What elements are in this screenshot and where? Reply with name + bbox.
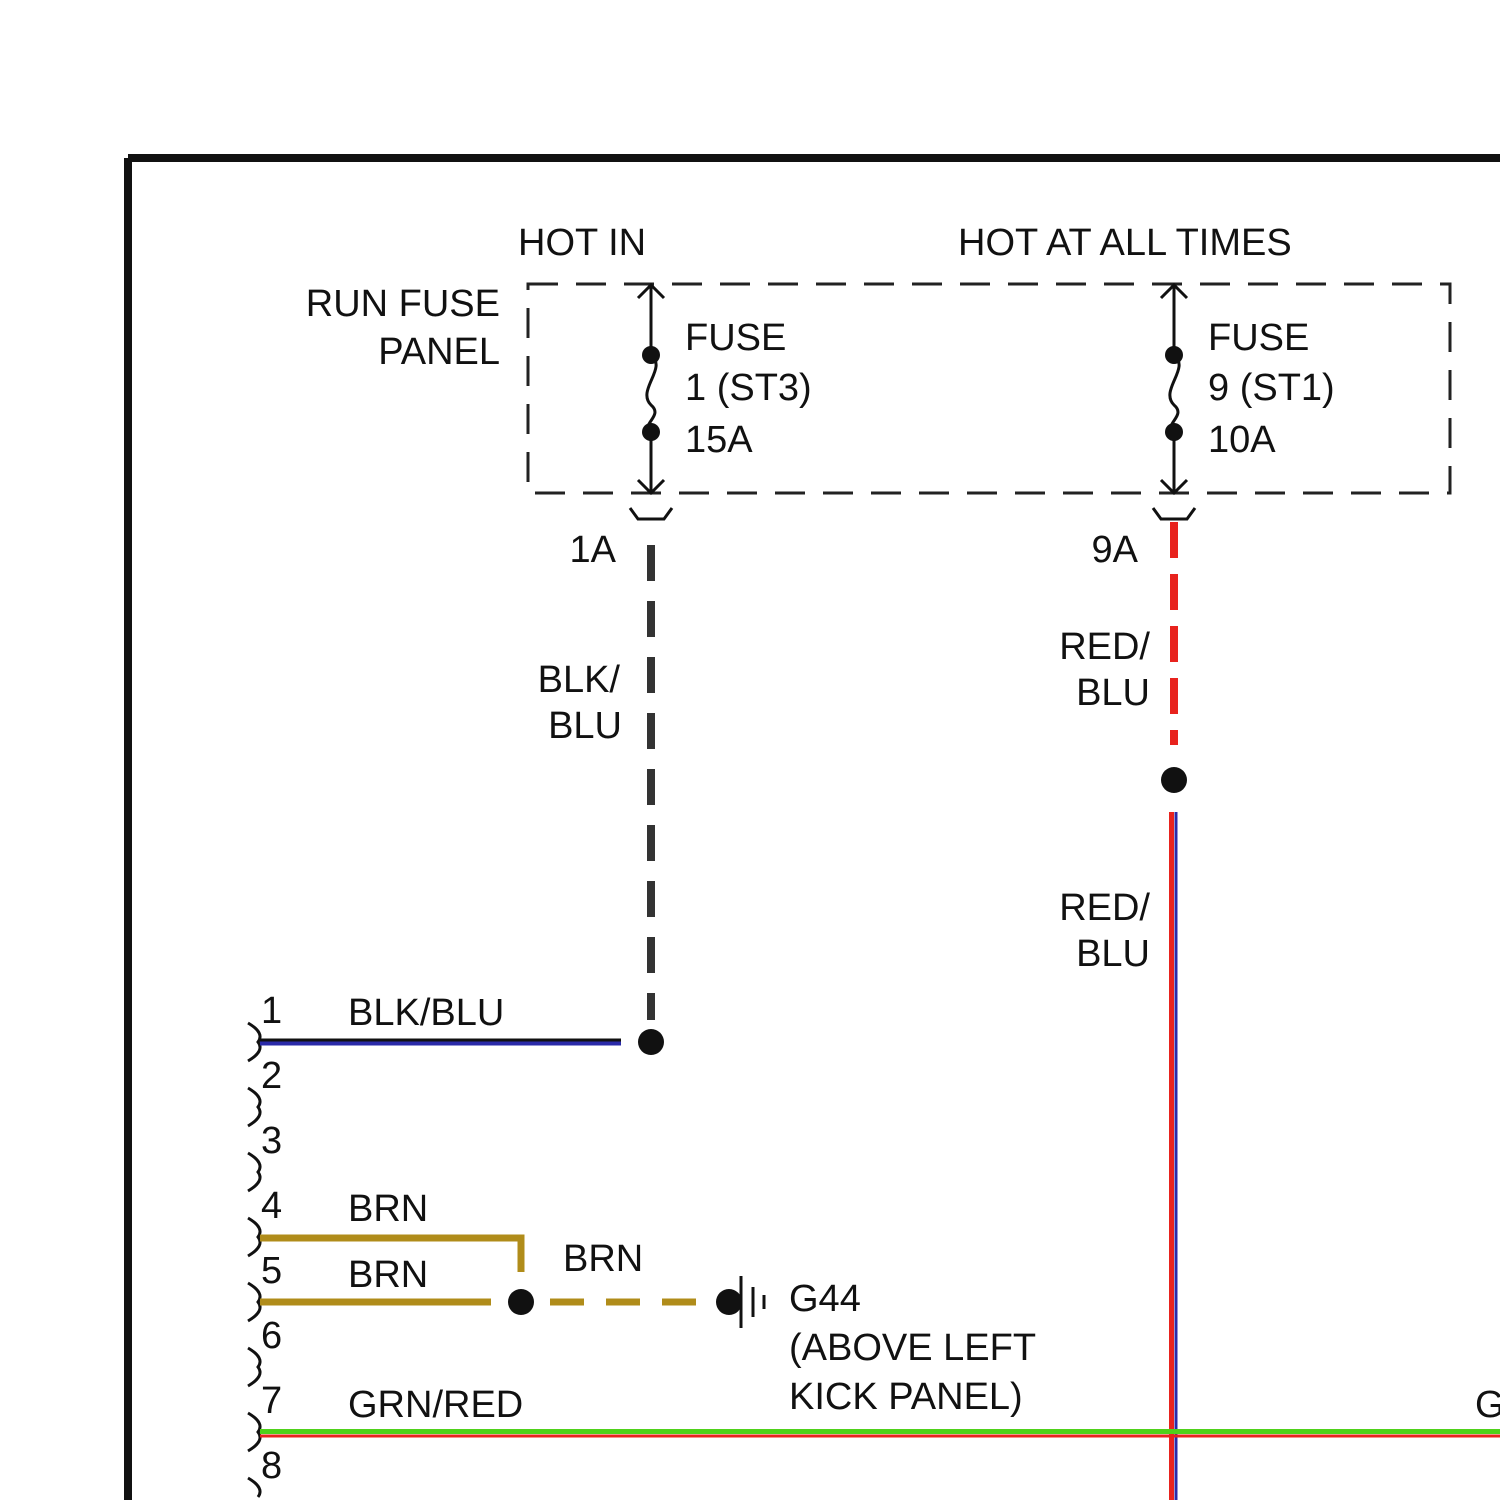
pin-5-wire-label: BRN bbox=[348, 1254, 428, 1296]
connector-9a-label: 9A bbox=[1092, 529, 1139, 571]
fuse-1-label-line2: 1 (ST3) bbox=[685, 367, 812, 409]
fuse-1-terminal-bottom bbox=[642, 423, 660, 441]
pin-number-5: 5 bbox=[261, 1250, 282, 1292]
red-blu-lower-label-line1: RED/ bbox=[1059, 887, 1150, 929]
ground-location-line1: (ABOVE LEFT bbox=[789, 1327, 1036, 1369]
pin-4-wire-label: BRN bbox=[348, 1188, 428, 1230]
red-blu-lower-label-line2: BLU bbox=[1076, 933, 1150, 975]
pin-number-7: 7 bbox=[261, 1380, 282, 1422]
fuse-9-label-line3: 10A bbox=[1208, 419, 1276, 461]
fuse-panel-label-line2: PANEL bbox=[378, 331, 500, 373]
pin-7-wire-label: GRN/RED bbox=[348, 1384, 523, 1426]
red-blu-solid-wire bbox=[1172, 812, 1177, 1500]
pin-number-2: 2 bbox=[261, 1055, 282, 1097]
pin-1-wire bbox=[260, 1040, 621, 1044]
fuse-1-terminal-top bbox=[642, 346, 660, 364]
fuse-9-terminal-bottom bbox=[1165, 423, 1183, 441]
fuse-9-symbol bbox=[1161, 285, 1187, 493]
ground-g44-label: G44 bbox=[789, 1278, 861, 1320]
fuse-9-label-line2: 9 (ST1) bbox=[1208, 367, 1335, 409]
connector-1a-label: 1A bbox=[570, 529, 617, 571]
ground-wire-label: BRN bbox=[563, 1238, 643, 1280]
pin-7-wire-right-label: G bbox=[1475, 1384, 1500, 1426]
red-blu-splice bbox=[1161, 767, 1187, 793]
blk-blu-splice bbox=[638, 1029, 664, 1055]
connector-1a-symbol bbox=[630, 508, 672, 519]
hot-at-all-times-label: HOT AT ALL TIMES bbox=[958, 222, 1292, 264]
brn-splice bbox=[508, 1289, 534, 1315]
fuse-1-symbol bbox=[638, 285, 664, 493]
fuse-1-label-line1: FUSE bbox=[685, 317, 786, 359]
pin-number-4: 4 bbox=[261, 1185, 282, 1227]
connector-pin-brackets bbox=[248, 1023, 260, 1497]
blk-blu-vertical-label-line1: BLK/ bbox=[538, 659, 621, 701]
red-blu-upper-label-line2: BLU bbox=[1076, 672, 1150, 714]
connector-9a-symbol bbox=[1153, 508, 1195, 519]
fuse-panel-label-line1: RUN FUSE bbox=[306, 283, 500, 325]
blk-blu-vertical-label-line2: BLU bbox=[548, 705, 622, 747]
ground-icon bbox=[741, 1276, 764, 1328]
ground-location-line2: KICK PANEL) bbox=[789, 1376, 1023, 1418]
pin-1-wire-label: BLK/BLU bbox=[348, 992, 504, 1034]
fuse-9-label-line1: FUSE bbox=[1208, 317, 1309, 359]
pin-7-wire bbox=[260, 1432, 1500, 1437]
red-blu-upper-label-line1: RED/ bbox=[1059, 626, 1150, 668]
fuse-1-label-line3: 15A bbox=[685, 419, 753, 461]
pin-number-3: 3 bbox=[261, 1120, 282, 1162]
pin-number-6: 6 bbox=[261, 1315, 282, 1357]
pin-number-8: 8 bbox=[261, 1445, 282, 1487]
ground-g44-terminal bbox=[716, 1289, 742, 1315]
fuse-9-terminal-top bbox=[1165, 346, 1183, 364]
hot-in-label: HOT IN bbox=[518, 222, 646, 264]
pin-number-1: 1 bbox=[261, 990, 282, 1032]
